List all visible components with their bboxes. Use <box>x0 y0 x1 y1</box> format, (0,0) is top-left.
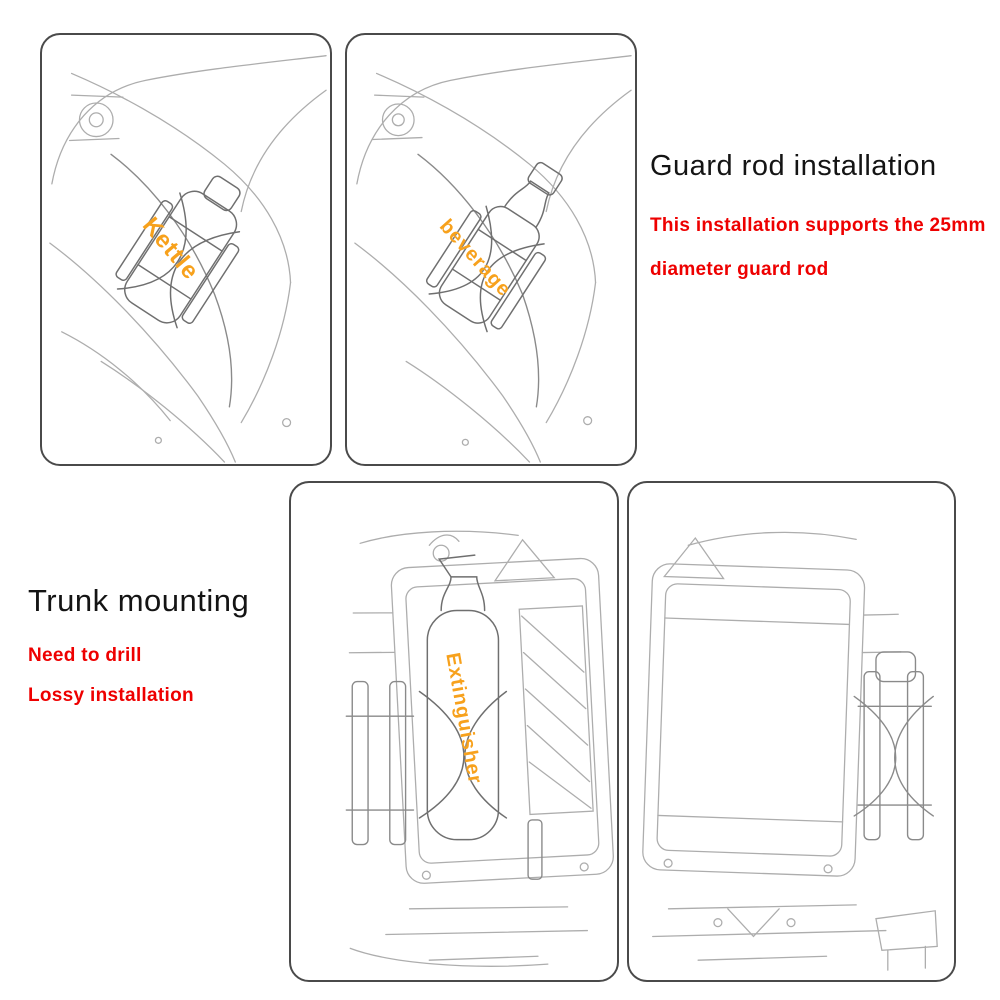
panel-trunk-bracket <box>627 481 956 982</box>
guard-rod-note-line2: diameter guard rod <box>650 259 829 280</box>
trunk-section: Trunk mounting Need to drill Lossy insta… <box>28 583 298 707</box>
motorcycle-beverage-holder-sketch <box>354 55 632 463</box>
motorcycle-bottle-holder-sketch <box>49 55 327 463</box>
guard-rod-title: Guard rod installation <box>650 150 937 182</box>
panel-trunk-extinguisher: Extinguisher <box>289 481 619 982</box>
guard-rod-section: Guard rod installation This installation… <box>650 150 990 281</box>
panel-beverage-installation: beverage <box>345 33 637 466</box>
trunk-note-line2: Lossy installation <box>28 685 194 706</box>
trunk-extinguisher-sketch <box>345 530 614 967</box>
guard-rod-note-line1: This installation supports the 25mm <box>650 215 986 236</box>
panel-kettle-installation: Kettle <box>40 33 332 466</box>
trunk-note-line1: Need to drill <box>28 645 142 666</box>
trunk-bracket-sketch <box>642 531 938 971</box>
trunk-title: Trunk mounting <box>28 583 250 618</box>
